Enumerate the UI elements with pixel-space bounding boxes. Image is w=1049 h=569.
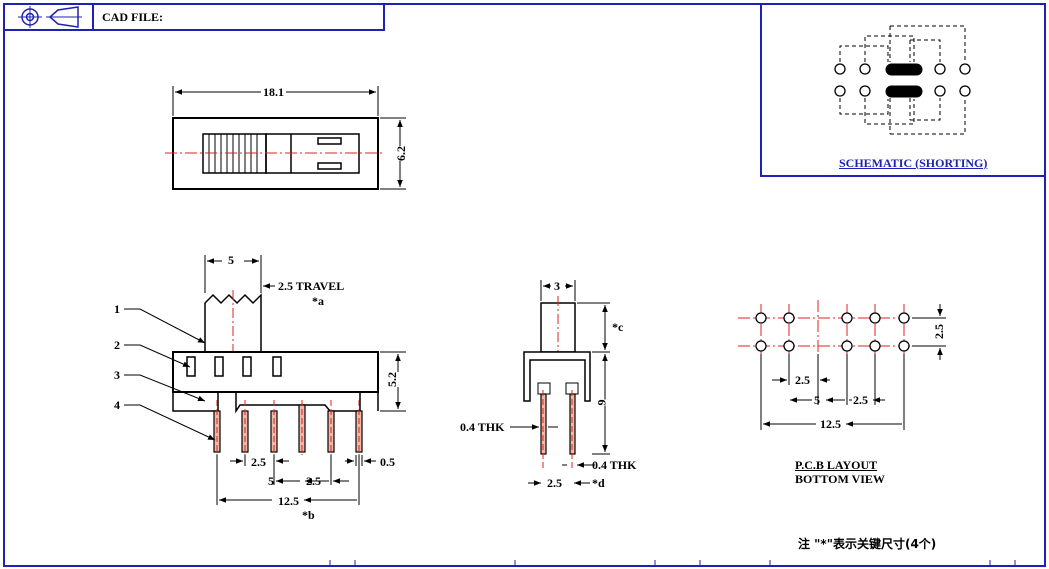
schematic-caption: SCHEMATIC (SHORTING) xyxy=(839,156,988,170)
pcb-pitch-a: 2.5 xyxy=(795,373,810,387)
pin-pitch-3: 2.5 xyxy=(306,474,321,488)
third-angle-projection-icon xyxy=(18,6,82,28)
pcb-row-pitch-dim: 2.5 xyxy=(932,324,946,339)
cad-file-label: CAD FILE: xyxy=(102,10,164,24)
pin-pitch-1: 2.5 xyxy=(251,455,266,469)
top-view xyxy=(165,86,406,190)
key-dimension-footnote: 注 "*"表示关键尺寸(4个) xyxy=(798,537,937,551)
callout-1: 1 xyxy=(114,302,120,316)
schematic-diagram xyxy=(834,25,971,135)
thk-right-dim: 0.4 THK xyxy=(592,458,637,472)
note-a: *a xyxy=(312,294,324,308)
side-height-dim: 5.2 xyxy=(385,372,400,387)
end-height-dim: 9 xyxy=(594,399,610,406)
side-overall-dim: 12.5 xyxy=(278,494,299,508)
note-d: *d xyxy=(592,476,605,490)
side-view xyxy=(124,255,406,505)
callout-4: 4 xyxy=(114,398,120,412)
pcb-layout xyxy=(738,300,946,430)
pin-pitch-2: 5 xyxy=(268,474,274,488)
pcb-pitch-c: 2.5 xyxy=(853,393,868,407)
drawing-frame xyxy=(3,3,1046,567)
thk-left-dim: 0.4 THK xyxy=(460,420,505,434)
callout-2: 2 xyxy=(114,338,120,352)
end-pin-pitch-dim: 2.5 xyxy=(547,476,562,490)
pcb-overall-dim: 12.5 xyxy=(820,417,841,431)
callout-3: 3 xyxy=(114,368,120,382)
note-b: *b xyxy=(302,508,315,522)
top-length-dim: 18.1 xyxy=(261,85,286,100)
pin-width-dim: 0.5 xyxy=(380,455,395,469)
actuator-width-dim: 5 xyxy=(228,253,234,267)
pcb-bottom-view-title: BOTTOM VIEW xyxy=(795,472,885,486)
end-actuator-dim: 3 xyxy=(554,279,560,293)
pcb-pitch-b: 5 xyxy=(814,393,820,407)
pcb-layout-title: P.C.B LAYOUT xyxy=(795,458,878,472)
end-view xyxy=(510,280,610,486)
top-width-dim: 6.2 xyxy=(394,146,409,161)
note-c: *c xyxy=(612,320,624,334)
travel-dim: 2.5 TRAVEL xyxy=(278,279,345,293)
bottom-border-ticks xyxy=(329,560,1016,566)
